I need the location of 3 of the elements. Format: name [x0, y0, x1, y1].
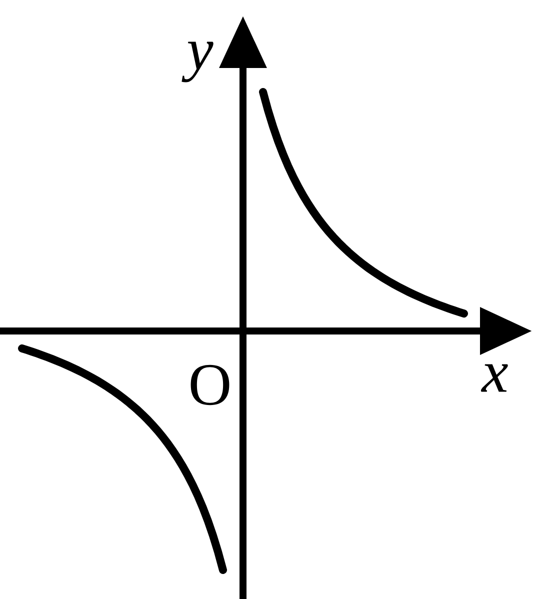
axis-label: x	[480, 364, 508, 392]
axis-label: O	[190, 364, 230, 406]
axis-label: y	[182, 42, 214, 82]
